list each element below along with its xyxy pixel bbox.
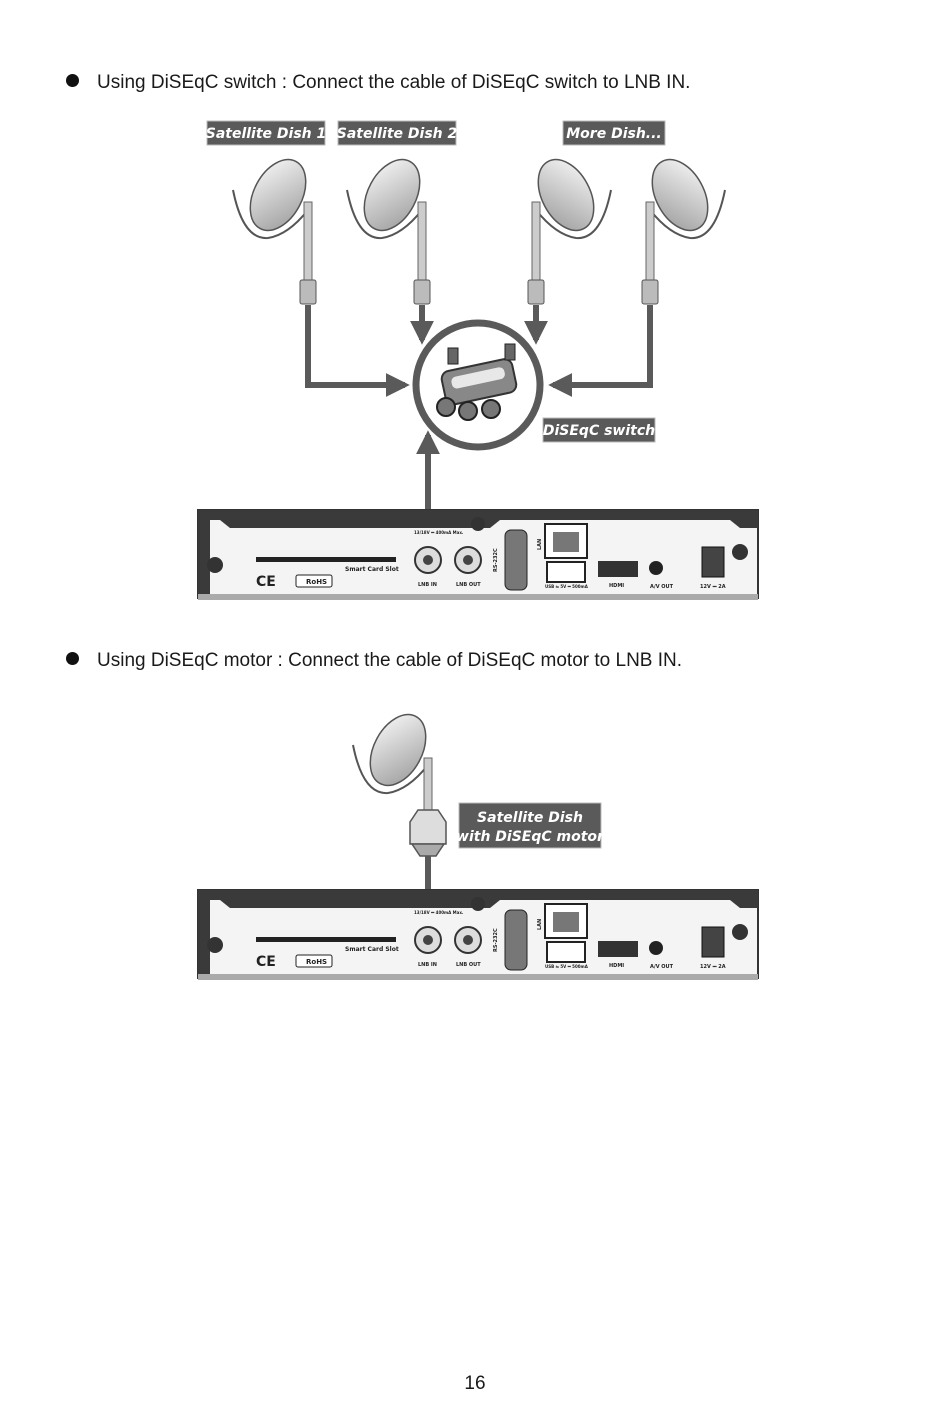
label-satellite-dish-2: Satellite Dish 2 xyxy=(337,120,458,146)
diseqc-switch-diagram: Satellite Dish 1 Satellite Dish 2 More D… xyxy=(197,120,759,600)
instruction-switch: Using DiSEqC switch : Connect the cable … xyxy=(66,72,690,94)
label-more-dish: More Dish... xyxy=(562,120,666,146)
svg-text:LAN: LAN xyxy=(537,539,543,550)
svg-text:USB ⇆ 5V ⎓ 500mA: USB ⇆ 5V ⎓ 500mA xyxy=(545,964,589,969)
svg-text:RS-232C: RS-232C xyxy=(493,548,499,572)
svg-text:12V ⎓ 2A: 12V ⎓ 2A xyxy=(700,964,726,970)
diseqc-motor-diagram: Satellite Dish with DiSEqC motor Smart C… xyxy=(197,713,759,980)
svg-text:CE: CE xyxy=(256,574,276,590)
svg-text:13/18V ⎓ 400mA Max.: 13/18V ⎓ 400mA Max. xyxy=(414,910,464,915)
svg-text:12V ⎓ 2A: 12V ⎓ 2A xyxy=(700,584,726,590)
diseqc-switch-icon xyxy=(412,319,544,451)
receiver-rear-panel: Smart Card Slot CE RoHS 13/18V ⎓ 400mA M… xyxy=(197,509,759,600)
svg-text:RS-232C: RS-232C xyxy=(493,928,499,952)
receiver-rear-panel: Smart Card Slot CE RoHS 13/18V ⎓ 400mA M… xyxy=(197,889,759,980)
svg-text:HDMI: HDMI xyxy=(609,963,624,969)
satellite-dish-icon xyxy=(527,158,612,305)
satellite-dish-icon xyxy=(352,713,433,821)
label-diseqc-switch: DiSEqC switch xyxy=(542,417,656,443)
svg-text:More Dish...: More Dish... xyxy=(566,126,662,142)
instruction-switch-text: Using DiSEqC switch : Connect the cable … xyxy=(97,72,691,93)
diseqc-motor-icon xyxy=(409,809,447,857)
svg-text:LNB IN: LNB IN xyxy=(418,582,437,588)
cables xyxy=(305,305,653,530)
bullet-dot xyxy=(66,74,79,87)
svg-text:A/V OUT: A/V OUT xyxy=(650,584,674,590)
svg-text:DiSEqC switch: DiSEqC switch xyxy=(543,423,655,439)
svg-text:CE: CE xyxy=(256,954,276,970)
svg-text:with DiSEqC motor: with DiSEqC motor xyxy=(456,829,605,845)
svg-text:A/V OUT: A/V OUT xyxy=(650,964,674,970)
svg-text:LNB OUT: LNB OUT xyxy=(456,582,481,588)
label-satellite-dish-1: Satellite Dish 1 xyxy=(206,120,327,146)
svg-text:Smart Card Slot: Smart Card Slot xyxy=(345,946,399,953)
svg-text:RoHS: RoHS xyxy=(306,578,327,586)
instruction-motor-text: Using DiSEqC motor : Connect the cable o… xyxy=(97,650,683,671)
label-satellite-dish-motor: Satellite Dish with DiSEqC motor xyxy=(456,802,605,849)
svg-text:LAN: LAN xyxy=(537,919,543,930)
svg-text:13/18V ⎓ 400mA Max.: 13/18V ⎓ 400mA Max. xyxy=(414,530,464,535)
bullet-dot xyxy=(66,652,79,665)
svg-text:RoHS: RoHS xyxy=(306,958,327,966)
svg-text:USB ⇆ 5V ⎓ 500mA: USB ⇆ 5V ⎓ 500mA xyxy=(545,584,589,589)
svg-text:Smart Card Slot: Smart Card Slot xyxy=(345,566,399,573)
svg-text:Satellite Dish 2: Satellite Dish 2 xyxy=(337,126,458,142)
satellite-dish-icon xyxy=(641,158,726,305)
svg-text:Satellite Dish: Satellite Dish xyxy=(477,810,583,826)
svg-text:HDMI: HDMI xyxy=(609,583,624,589)
satellite-dish-icon xyxy=(232,158,317,305)
page-number: 16 xyxy=(464,1373,486,1394)
satellite-dish-icon xyxy=(346,158,431,305)
svg-text:Satellite Dish 1: Satellite Dish 1 xyxy=(206,126,327,142)
svg-text:LNB IN: LNB IN xyxy=(418,962,437,968)
svg-text:LNB OUT: LNB OUT xyxy=(456,962,481,968)
instruction-motor: Using DiSEqC motor : Connect the cable o… xyxy=(66,650,682,672)
